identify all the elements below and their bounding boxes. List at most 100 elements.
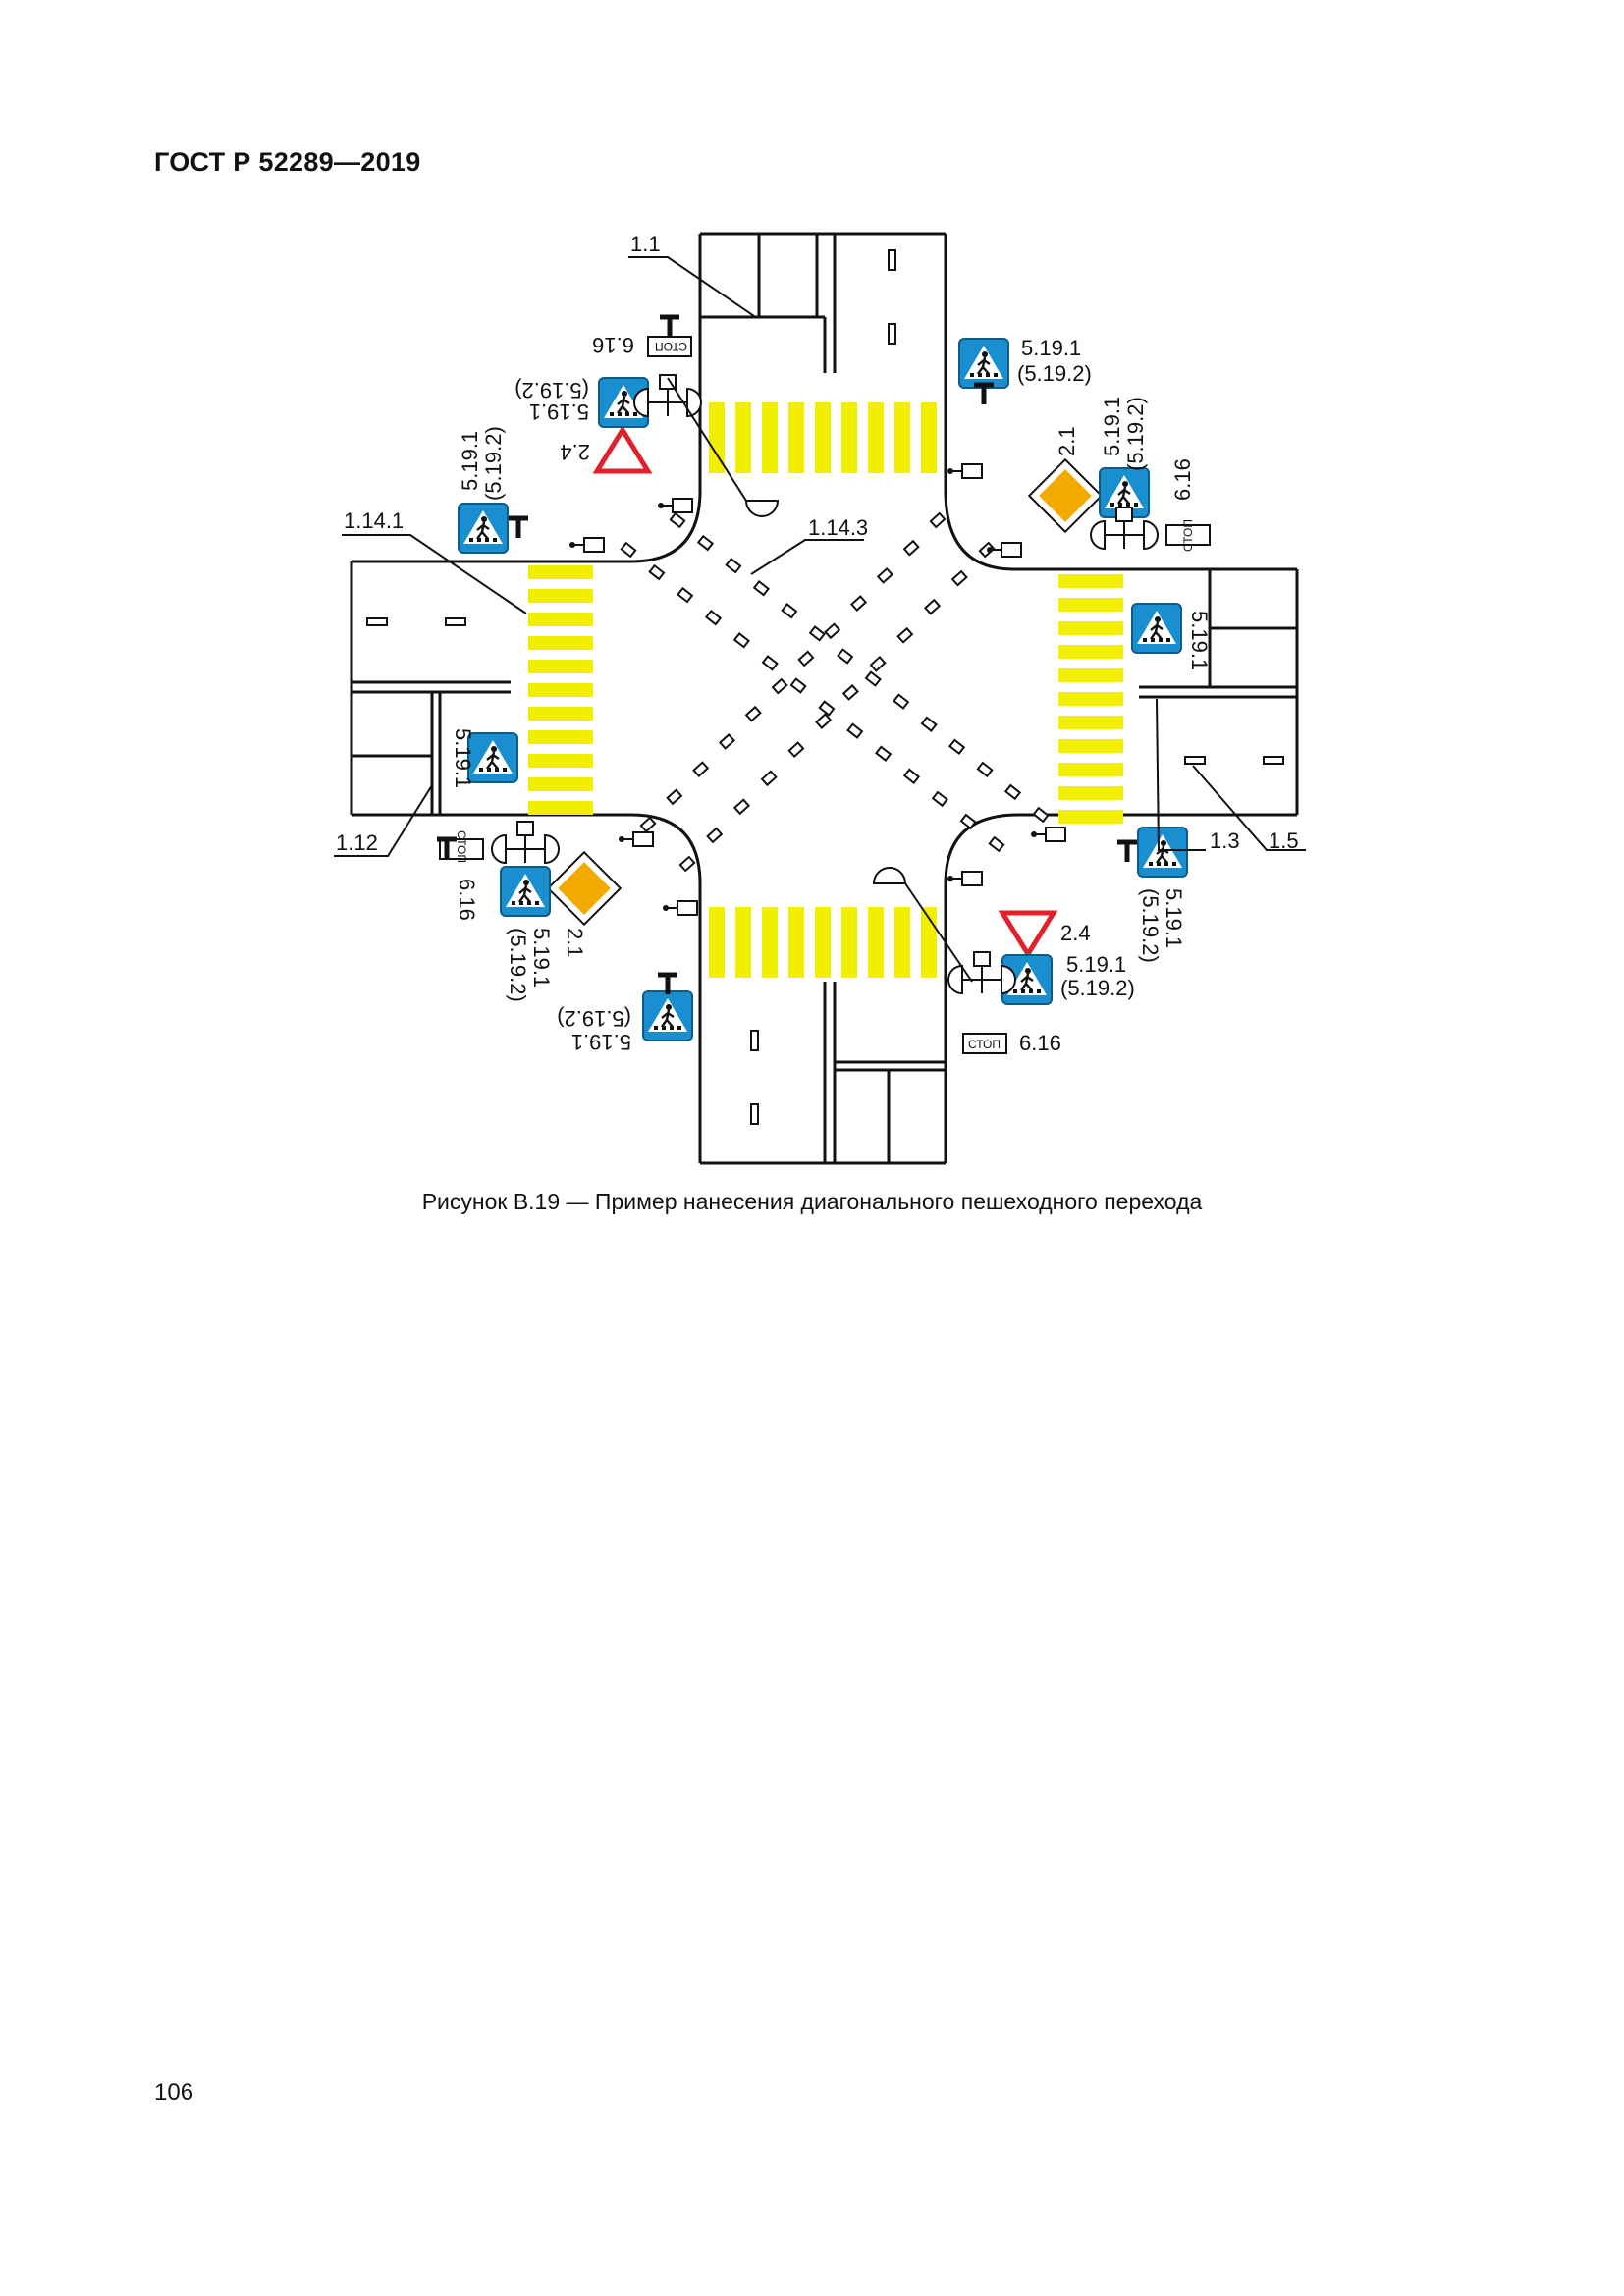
- priority-road-sign: [1028, 458, 1103, 533]
- diagonal-dash: [920, 716, 938, 732]
- diagonal-dash: [648, 563, 666, 581]
- diagonal-dash: [841, 684, 859, 701]
- zebra-stripe: [1058, 668, 1123, 682]
- pedestrian-crossing-sign: [457, 502, 510, 555]
- diagonal-dash: [718, 733, 736, 750]
- traffic-light-icon: [491, 821, 560, 864]
- sign-label: 2.4: [560, 440, 590, 464]
- callout-1-14-1: 1.14.1: [344, 508, 404, 533]
- stop-plate-text: СТОП: [1181, 519, 1195, 552]
- sign-label: 5.19.1: [1021, 336, 1081, 360]
- sign-label: 6.16: [1019, 1031, 1061, 1055]
- diagonal-dash: [1032, 806, 1050, 824]
- callout-1-1: 1.1: [630, 232, 661, 256]
- sign-label: (5.19.2): [514, 378, 589, 402]
- diagonal-dash: [669, 511, 686, 529]
- zebra-stripe: [528, 707, 593, 721]
- zebra-stripe: [528, 613, 593, 626]
- sign-label: (5.19.2): [1123, 397, 1148, 471]
- sign-label: 2.1: [1055, 426, 1079, 456]
- zebra-stripe: [1058, 598, 1123, 612]
- diagonal-dash: [846, 722, 864, 739]
- sign-label: 5.19.1: [1100, 397, 1124, 456]
- diagonal-dash: [929, 511, 947, 529]
- diagonal-dash: [1003, 783, 1022, 801]
- zebra-stripe: [528, 636, 593, 650]
- zebra-stripe: [735, 907, 751, 978]
- diagonal-dash: [761, 655, 779, 671]
- zebra-stripe: [528, 660, 593, 673]
- diagonal-dash: [771, 677, 788, 695]
- pedestrian-crossing-sign: [499, 865, 552, 918]
- zebra-stripe: [841, 402, 857, 473]
- diagonal-dash: [696, 534, 715, 552]
- sign-label: (5.19.2): [557, 1006, 631, 1031]
- page-number: 106: [154, 2079, 194, 2106]
- zebra-stripe: [709, 402, 725, 473]
- zebra-stripe: [788, 402, 804, 473]
- sign-label: 5.19.1: [529, 400, 589, 424]
- diagonal-dash: [893, 693, 910, 710]
- zebra-stripe: [528, 754, 593, 768]
- callout-1-14-3: 1.14.3: [808, 515, 868, 540]
- zebra-stripe: [528, 589, 593, 603]
- diagonal-dash: [824, 622, 841, 640]
- sign-label: 5.19.1: [1187, 611, 1212, 670]
- diagonal-dash: [948, 738, 966, 756]
- camera-icon: [568, 537, 605, 553]
- diagonal-dash: [677, 586, 694, 604]
- diagonal-dash: [876, 566, 893, 584]
- diagonal-dash: [864, 670, 882, 687]
- sign-label: (5.19.2): [506, 928, 530, 1002]
- zebra-stripe: [868, 402, 884, 473]
- diagonal-dash: [789, 677, 807, 694]
- diagonal-crossing: [620, 511, 1050, 873]
- lane-markings: [352, 234, 1297, 1163]
- callout-1-5: 1.5: [1269, 828, 1299, 853]
- zebra-stripe: [815, 907, 831, 978]
- zebra-stripe: [841, 907, 857, 978]
- zebra-stripe: [921, 402, 937, 473]
- sign-label: 2.1: [563, 928, 587, 958]
- camera-icon: [662, 900, 698, 916]
- figure-caption: Рисунок В.19 — Пример нанесения диагонал…: [421, 1189, 1203, 1214]
- diagonal-dash: [808, 625, 826, 642]
- diagonal-dash: [931, 790, 948, 808]
- diagonal-dash: [896, 626, 914, 644]
- diagonal-dash: [837, 648, 854, 665]
- zebra-stripe: [1058, 739, 1123, 753]
- zebra-crossings: [528, 402, 1123, 978]
- zebra-stripe: [528, 730, 593, 744]
- camera-icon: [618, 831, 654, 847]
- camera-icon: [1030, 827, 1066, 842]
- priority-road-sign: [547, 851, 622, 926]
- diagonal-dash: [797, 650, 815, 667]
- diagonal-dash: [744, 705, 762, 722]
- sign-label: 5.19.1: [1066, 952, 1126, 977]
- diagonal-dash: [725, 557, 742, 574]
- zebra-stripe: [894, 907, 910, 978]
- diagonal-dash: [620, 541, 637, 559]
- give-way-sign: [597, 430, 648, 471]
- zebra-stripe: [1058, 645, 1123, 659]
- camera-icon: [657, 498, 693, 513]
- zebra-stripe: [762, 402, 778, 473]
- zebra-stripe: [815, 402, 831, 473]
- zebra-stripe: [1058, 810, 1123, 824]
- document-header: ГОСТ Р 52289—2019: [154, 147, 421, 177]
- pedestrian-crossing-sign: [1136, 826, 1189, 879]
- sign-label: (5.19.2): [1138, 888, 1163, 963]
- diagonal-dash: [818, 700, 836, 717]
- stop-plate-text: СТОП: [455, 830, 468, 863]
- diagonal-dash: [732, 632, 750, 649]
- sign-label: 6.16: [592, 333, 634, 357]
- sign-label: 5.19.1: [529, 928, 554, 988]
- stop-plate-text: СТОП: [968, 1038, 1001, 1051]
- diagonal-dash: [692, 761, 710, 778]
- road-area: [350, 232, 1299, 1165]
- diagonal-dash: [752, 579, 770, 597]
- zebra-stripe: [528, 801, 593, 815]
- sign-label: (5.19.2): [1017, 361, 1092, 386]
- diagonal-dash: [732, 798, 751, 816]
